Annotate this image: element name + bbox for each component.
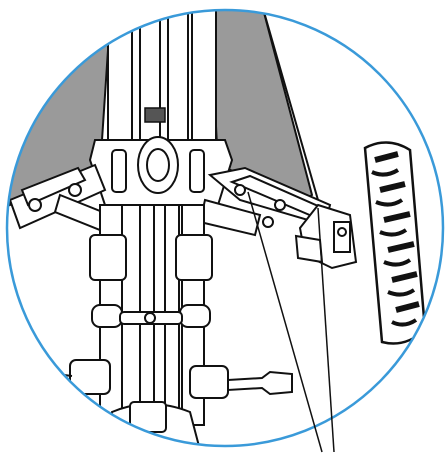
callout-leader-2 bbox=[317, 207, 335, 453]
wheel bbox=[363, 141, 427, 345]
small-label-tag bbox=[144, 107, 166, 123]
central-hub bbox=[88, 136, 234, 206]
lower-latches bbox=[39, 359, 293, 399]
magnified-detail-content bbox=[7, 10, 427, 446]
callout-leaders bbox=[247, 191, 335, 453]
left-folding-strut bbox=[8, 163, 112, 234]
callout-leader-1 bbox=[247, 191, 323, 453]
hinge-bracket bbox=[294, 203, 358, 270]
upper-vertical-tubes bbox=[107, 10, 217, 151]
magnifier-outline bbox=[5, 8, 445, 448]
tube-clamps bbox=[89, 234, 213, 328]
